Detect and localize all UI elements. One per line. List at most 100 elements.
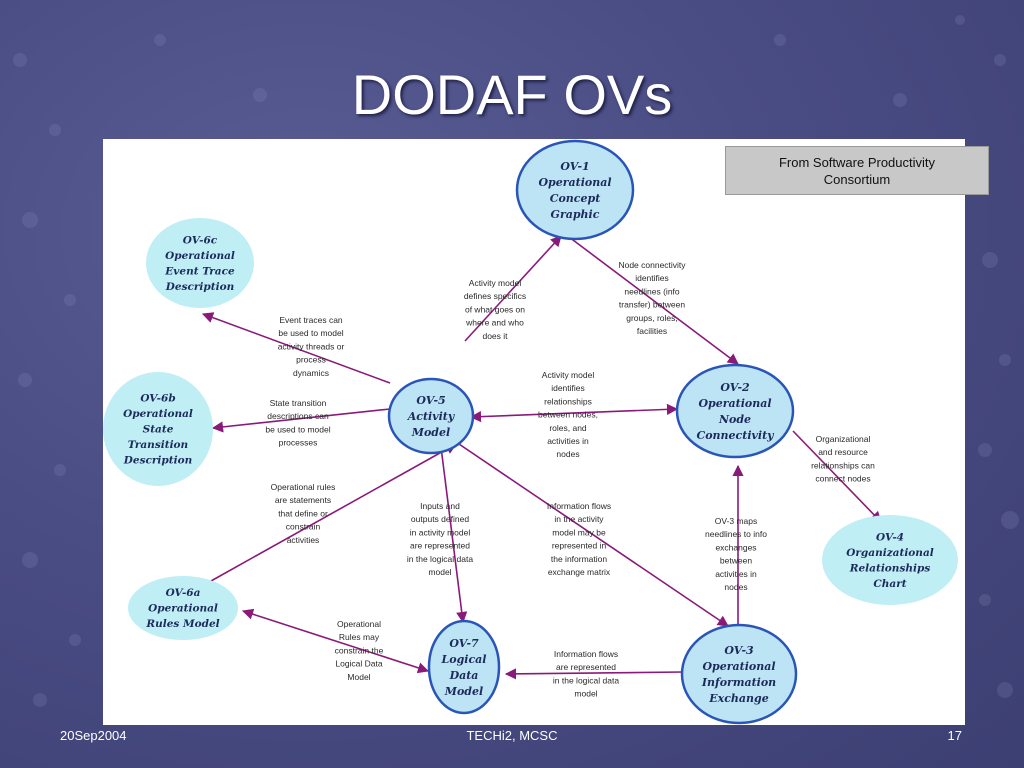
node-shape-ov4: [822, 515, 958, 605]
note-line-n9: model may be: [552, 527, 606, 537]
node-label-ov7: Data: [449, 669, 479, 682]
arrow-ov6a-to-ov5: [210, 443, 457, 582]
node-label-ov1: Concept: [550, 192, 601, 205]
note-line-n1: defines specifics: [464, 291, 526, 301]
node-label-ov2: Operational: [698, 397, 771, 410]
note-line-n2: identifies: [635, 273, 669, 283]
node-label-ov5: Model: [411, 426, 450, 439]
source-attribution-box: From Software Productivity Consortium: [725, 146, 989, 195]
note-line-n1: of what goes on: [465, 304, 525, 314]
node-label-ov6c: Description: [165, 281, 234, 293]
node-ov6b: OV-6bOperationalStateTransitionDescripti…: [103, 372, 213, 486]
slide-title: DODAF OVs: [351, 63, 673, 126]
footer-page-number: 17: [947, 728, 962, 743]
note-line-n12: model: [574, 689, 597, 699]
note-line-n5: relationships: [544, 396, 592, 406]
node-label-ov7: Model: [444, 685, 483, 698]
note-line-n10: OV-3 maps: [715, 516, 758, 526]
node-label-ov6b: Operational: [123, 408, 193, 420]
note-line-n9: Information flows: [547, 501, 611, 511]
node-label-ov3: Exchange: [708, 692, 768, 705]
arrow-ov5-to-ov1: [464, 235, 562, 342]
note-line-n12: Information flows: [554, 649, 618, 659]
note-line-n11: Operational: [337, 619, 381, 629]
note-line-n5: roles, and: [549, 423, 587, 433]
note-line-n8: Inputs and: [420, 501, 460, 511]
node-label-ov1: Graphic: [551, 208, 600, 221]
node-label-ov7: Logical: [441, 653, 487, 666]
note-line-n8: in the logical data: [407, 554, 473, 564]
note-line-n7: constrain: [286, 522, 321, 532]
footer-date: 20Sep2004: [60, 728, 127, 743]
node-shape-ov2: [675, 363, 795, 459]
note-line-n11: constrain the: [335, 645, 384, 655]
note-line-n1: where and who: [465, 318, 524, 328]
note-line-n9: in the activity: [554, 514, 604, 524]
note-line-n10: activities in: [715, 569, 757, 579]
node-label-ov1: OV-1: [560, 160, 589, 173]
node-label-ov3: OV-3: [724, 644, 754, 657]
arrow-ov5-ov2: [469, 403, 679, 423]
source-line-1: From Software Productivity: [778, 154, 936, 170]
node-label-ov6a: OV-6a: [166, 587, 201, 599]
note-line-n5: nodes: [556, 449, 579, 459]
note-line-n2: transfer) between: [619, 300, 685, 310]
node-shape-ov3: [680, 623, 798, 725]
note-line-n10: nodes: [724, 582, 747, 592]
node-label-ov2: Node: [718, 413, 751, 426]
node-label-ov5: OV-5: [416, 394, 445, 407]
node-shape-ov7: [427, 619, 501, 715]
note-line-n5: identifies: [551, 383, 585, 393]
arrow-group: [201, 235, 882, 680]
note-line-n8: are represented: [410, 541, 470, 551]
note-line-n8: model: [428, 567, 451, 577]
note-line-n10: needlines to info: [705, 529, 767, 539]
node-label-ov3: Operational: [702, 660, 775, 673]
note-line-n9: the information: [551, 554, 607, 564]
arrow-ov6a-ov7: [241, 608, 430, 674]
node-label-ov4: Organizational: [846, 547, 933, 559]
node-label-ov6b: Transition: [128, 439, 188, 451]
note-line-n3: process: [296, 355, 326, 365]
note-line-n8: outputs defined: [411, 514, 469, 524]
note-n4: State transition descriptions can be used …: [265, 398, 330, 448]
node-label-ov6b: OV-6b: [140, 393, 175, 405]
node-shape-ov6b: [103, 372, 213, 486]
note-line-n12: in the logical data: [553, 675, 619, 685]
note-line-n1: does it: [482, 331, 508, 341]
note-line-n4: be used to model: [265, 424, 330, 434]
note-line-n3: activity threads or: [278, 341, 345, 351]
note-line-n7: are statements: [275, 495, 331, 505]
node-label-ov4: Relationships: [849, 562, 931, 574]
arrow-ov1-to-ov2: [568, 236, 739, 365]
note-line-n11: Model: [347, 672, 370, 682]
note-line-n4: descriptions can: [267, 411, 329, 421]
note-line-n11: Logical Data: [335, 659, 383, 669]
note-line-n7: that define or: [278, 508, 328, 518]
note-line-n1: Activity model: [469, 278, 522, 288]
node-shape-ov1: [515, 139, 635, 241]
note-line-n4: State transition: [270, 398, 327, 408]
node-shape-ov6a: [128, 576, 238, 640]
node-label-ov6c: OV-6c: [183, 234, 218, 246]
note-line-n2: facilities: [637, 326, 667, 336]
footer-center: TECHi2, MCSC: [466, 728, 558, 743]
node-label-ov5: Activity: [407, 410, 456, 423]
node-label-ov3: Information: [701, 676, 776, 689]
note-group: Activity model defines specifics of what g…: [265, 260, 875, 699]
node-label-ov6c: Operational: [165, 250, 235, 262]
